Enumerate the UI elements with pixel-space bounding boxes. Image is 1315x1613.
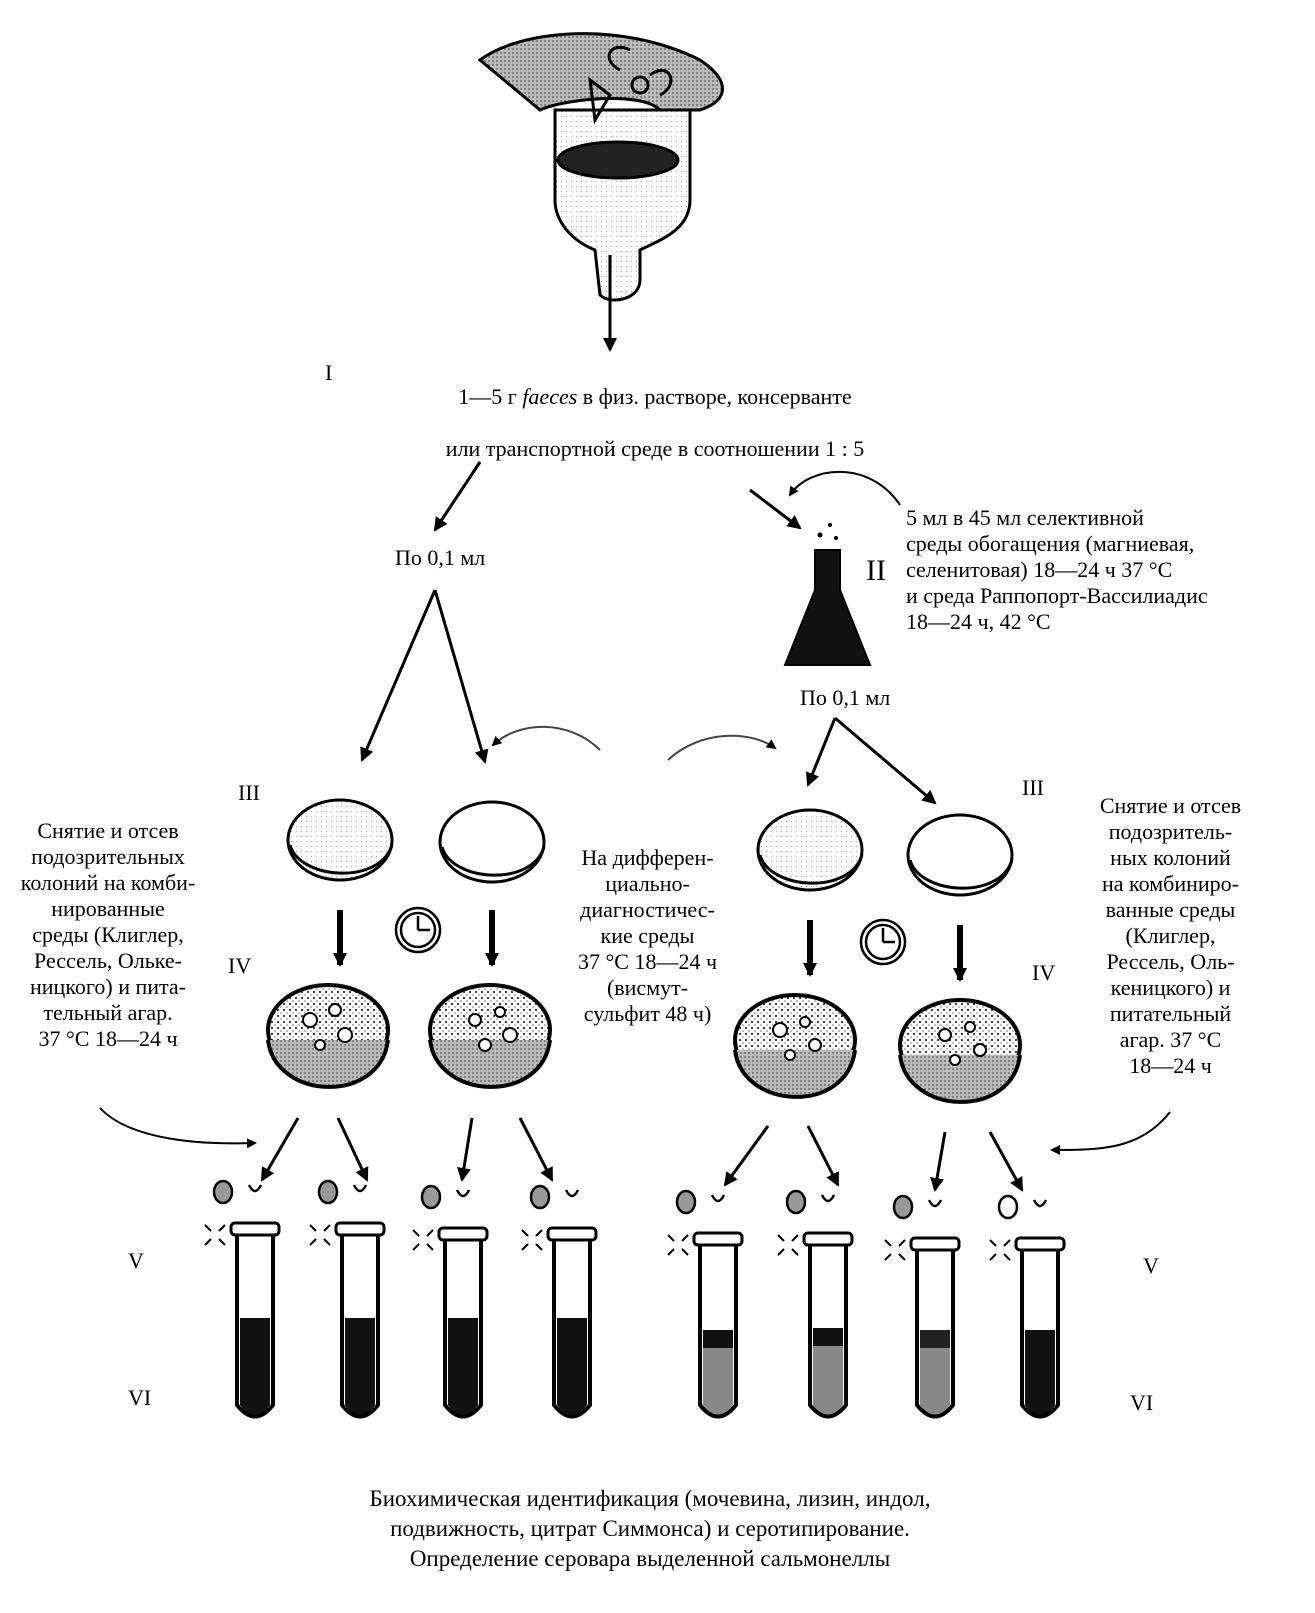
toilet-icon xyxy=(477,32,724,302)
stage-II-label: II xyxy=(866,554,886,587)
clock-icon-right xyxy=(859,918,907,966)
petri-dish-colonies-left-2 xyxy=(428,983,552,1089)
stage-III-right-label: III xyxy=(1022,775,1044,800)
stage-III-left-label: III xyxy=(238,780,260,805)
stage-VI-right-label: VI xyxy=(1130,1390,1154,1415)
test-tube xyxy=(309,1179,386,1419)
test-tube xyxy=(884,1194,961,1419)
test-tube xyxy=(777,1189,854,1419)
stage-I-label: I xyxy=(325,360,333,385)
test-tube xyxy=(412,1184,489,1419)
stage-IV-right-label: IV xyxy=(1032,960,1056,985)
flask-icon xyxy=(783,523,872,666)
curved-arrow-subculture-left xyxy=(99,1107,257,1149)
test-tube xyxy=(989,1194,1066,1419)
arrow-right-to-plate3 xyxy=(805,717,837,787)
differential-text: На дифферен- циально- диагностичес- кие … xyxy=(577,845,718,1026)
clock-icon-left xyxy=(394,906,442,954)
test-tube xyxy=(667,1189,744,1419)
arrows-to-tubes xyxy=(260,1117,1024,1192)
arrow-right-to-plate4 xyxy=(834,716,937,805)
petri-dish-colonies-right-1 xyxy=(733,993,857,1099)
aliquot-right-label: По 0,1 мл xyxy=(800,685,891,710)
arrow-sample-to-left xyxy=(433,461,482,532)
subculture-right-text: Снятие и отсев подозритель- ных колоний … xyxy=(1099,793,1242,1078)
curved-arrow-differential-left xyxy=(491,725,601,751)
aliquot-left-label: По 0,1 мл xyxy=(395,545,486,570)
sample-prep-line2: или транспортной среде в соотношении 1 :… xyxy=(445,436,865,461)
sample-prep-prefix: 1—5 г xyxy=(458,384,523,409)
test-tube xyxy=(521,1184,598,1419)
arrow-left-to-plate1 xyxy=(360,589,437,762)
curved-arrow-differential-right xyxy=(667,734,777,761)
stage-V-right-label: V xyxy=(1143,1253,1159,1278)
petri-dish-empty-left-1 xyxy=(286,798,394,882)
petri-dish-empty-right-1 xyxy=(756,808,864,892)
petri-dish-empty-right-2 xyxy=(906,813,1014,897)
subculture-left-text: Снятие и отсев подозрительных колоний на… xyxy=(20,818,196,1051)
test-tubes xyxy=(204,1179,1066,1419)
curved-arrow-subculture-right xyxy=(1050,1111,1171,1155)
stage-IV-left-label: IV xyxy=(228,953,252,978)
petri-dish-colonies-right-2 xyxy=(898,998,1022,1104)
petri-dish-empty-left-2 xyxy=(438,800,546,884)
petri-dish-colonies-left-1 xyxy=(266,983,390,1089)
stage-V-left-label: V xyxy=(128,1248,144,1273)
arrow-sample-to-flask xyxy=(749,488,802,530)
conclusion-text: Биохимическая идентификация (мочевина, л… xyxy=(369,1486,931,1571)
arrow-left-to-plate2 xyxy=(433,589,489,764)
test-tube xyxy=(204,1179,281,1419)
sample-prep-italic: faeces xyxy=(522,384,578,409)
stage-VI-left-label: VI xyxy=(128,1385,152,1410)
sample-prep-text: 1—5 г faeces в физ. растворе, консервант… xyxy=(395,358,915,462)
sample-prep-suffix: в физ. растворе, консерванте xyxy=(577,384,852,409)
enrichment-text: 5 мл в 45 мл селективной среды обогащени… xyxy=(906,505,1208,634)
curved-arrow-enrichment xyxy=(788,470,901,506)
